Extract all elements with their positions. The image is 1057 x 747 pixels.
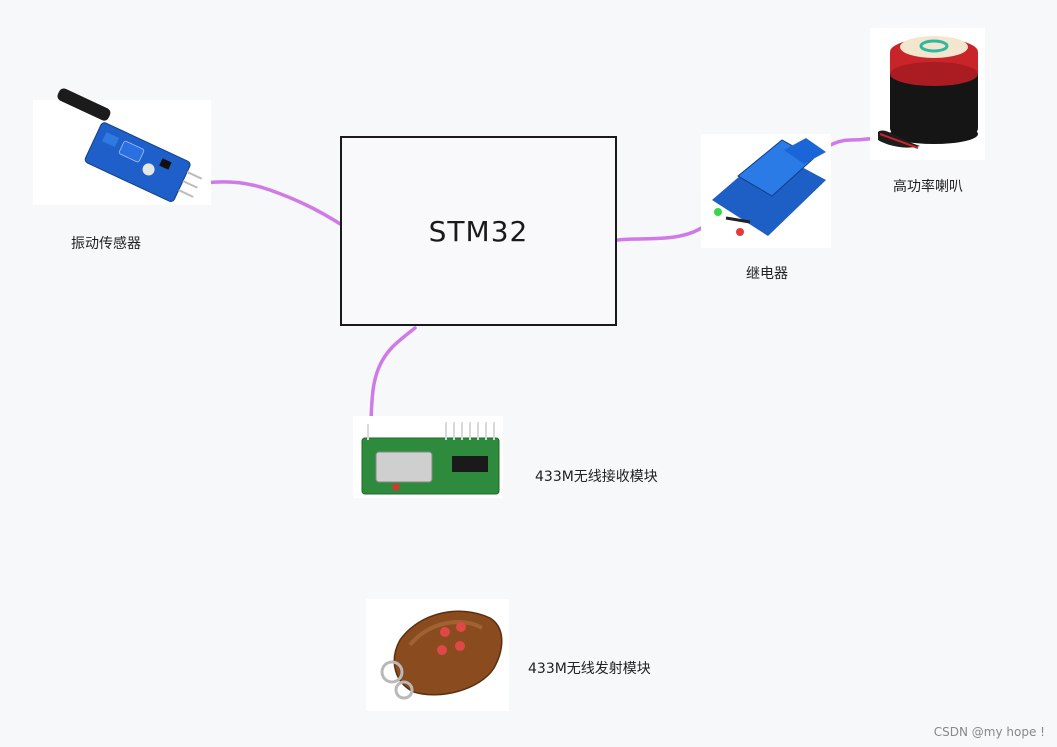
vibration-sensor-label: 振动传感器 — [71, 236, 141, 252]
speaker-label: 高功率喇叭 — [893, 179, 963, 195]
transmitter-label: 433M无线发射模块 — [528, 661, 651, 677]
relay-label: 继电器 — [746, 266, 788, 282]
transmitter-image — [366, 599, 509, 711]
stm32-block: STM32 — [340, 136, 617, 326]
receiver-label: 433M无线接收模块 — [535, 469, 658, 485]
wire-mcu-to-receiver — [369, 326, 417, 422]
speaker-image — [870, 28, 985, 160]
wire-sensor-to-mcu — [203, 180, 344, 227]
relay-image — [701, 134, 831, 248]
stm32-label: STM32 — [428, 214, 529, 248]
vibration-sensor-image — [33, 88, 211, 205]
watermark: CSDN @my hope ! — [933, 725, 1045, 739]
receiver-image — [353, 416, 503, 498]
